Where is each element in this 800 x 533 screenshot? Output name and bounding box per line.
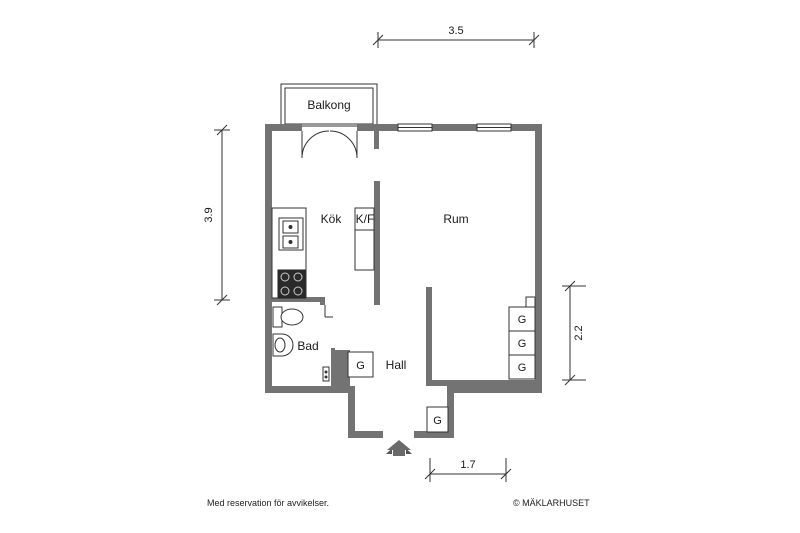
dimension-left-label: 3.9 [203, 207, 215, 222]
bathroom-label: Bad [297, 339, 318, 353]
wardrobe-room-1 [508, 306, 536, 332]
dimension-top-label: 3.5 [448, 25, 463, 37]
balcony [280, 83, 378, 127]
dimension-right [562, 280, 586, 386]
wardrobe-room-2-label: G [518, 338, 527, 350]
bath-door [324, 305, 333, 318]
disclaimer: Med reservation för avvikelser. [207, 498, 330, 508]
wardrobe-hall-1-label: G [356, 360, 365, 372]
wardrobe-room-top-trim [525, 296, 536, 308]
wardrobe-room-3-label: G [518, 362, 527, 374]
balcony-door [301, 130, 358, 159]
wardrobe-hall-2 [426, 406, 449, 433]
wardrobe-hall-1 [347, 351, 374, 378]
hall-closet-block [331, 350, 350, 386]
stove-icon [277, 269, 306, 299]
toilet-icon [272, 306, 304, 328]
fridge-freezer [354, 207, 375, 271]
washbasin-icon [272, 333, 294, 357]
dimension-right-label: 2.2 [573, 325, 585, 340]
wardrobe-room-2 [508, 330, 536, 356]
living-room-label: Rum [443, 212, 468, 226]
wardrobe-room-3 [508, 354, 536, 380]
wardrobe-room-1-label: G [518, 314, 527, 326]
wardrobe-hall-2-label: G [433, 415, 442, 427]
dimension-left [214, 124, 230, 306]
copyright: © MÄKLARHUSET [513, 498, 590, 508]
dimension-bottom [424, 458, 512, 482]
balcony-label: Balkong [307, 98, 350, 112]
dimension-top [372, 32, 540, 48]
walls [265, 124, 542, 438]
kitchen-label: Kök [321, 212, 343, 226]
sink-icon [278, 217, 304, 251]
dimension-bottom-label: 1.7 [460, 459, 475, 471]
hall-label: Hall [386, 358, 407, 372]
window-left [397, 123, 433, 132]
washing-machine-icon [322, 366, 330, 382]
entrance-arrow-icon [386, 440, 412, 456]
fridge-label: K/F [356, 212, 375, 226]
window-right [476, 123, 512, 132]
